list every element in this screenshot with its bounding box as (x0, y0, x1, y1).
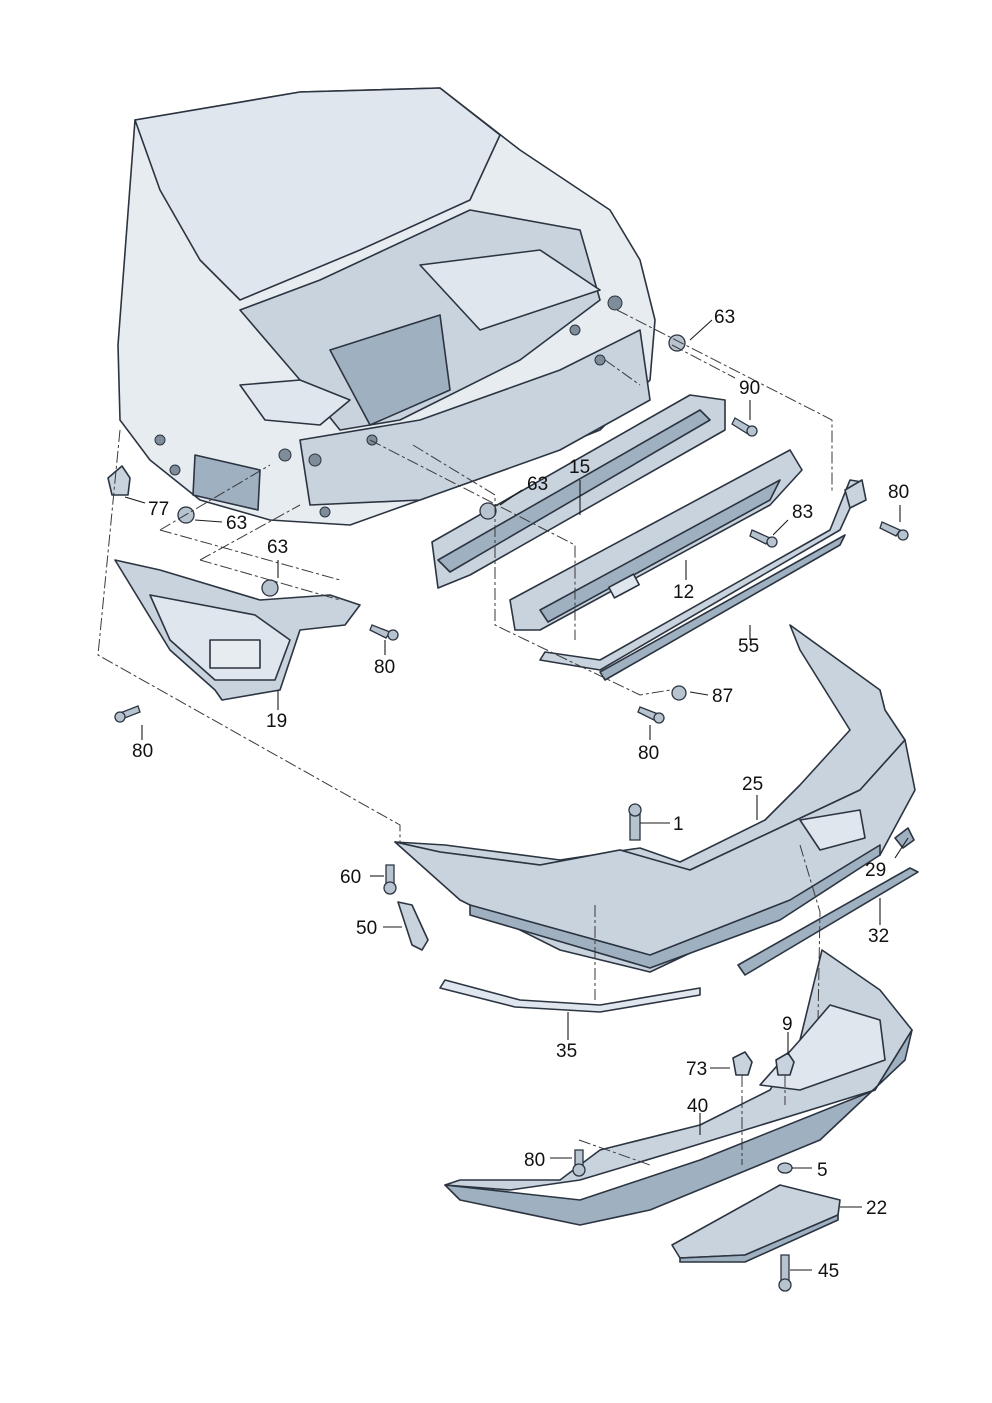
clip-77 (107, 465, 131, 496)
underbody-cover-22 (671, 1184, 841, 1263)
energy-absorber-12 (509, 449, 803, 631)
car-body-rear (117, 87, 656, 526)
screw-1 (628, 803, 642, 841)
label-12: 12 (673, 582, 694, 603)
label-1: 1 (673, 814, 684, 835)
screw-80-c (114, 705, 141, 723)
screw-80-b (369, 624, 399, 641)
label-9: 9 (782, 1014, 793, 1035)
label-55: 55 (738, 636, 759, 657)
nut-87 (671, 685, 687, 701)
clip-73 (732, 1051, 753, 1076)
label-63-left: 63 (226, 513, 247, 534)
label-35: 35 (556, 1041, 577, 1062)
label-80-left: 80 (132, 741, 153, 762)
trim-strip-32 (737, 867, 919, 976)
part-labels: 63 90 15 63 80 83 12 55 87 80 77 63 63 8… (132, 307, 909, 1282)
clip-9 (775, 1052, 795, 1076)
nut-63-b (479, 502, 497, 520)
bumper-cover-25 (394, 624, 916, 973)
label-22: 22 (866, 1198, 887, 1219)
label-80-right: 80 (888, 482, 909, 503)
bracket-80-rear (844, 479, 867, 509)
guide-piece-50 (397, 901, 429, 951)
screw-90 (731, 417, 758, 437)
label-83: 83 (792, 502, 813, 523)
nut-63-a (668, 334, 686, 352)
label-45: 45 (818, 1261, 839, 1282)
screw-80-a (879, 521, 909, 541)
label-40: 40 (687, 1096, 708, 1117)
label-80-bottom: 80 (524, 1150, 545, 1171)
label-80-center: 80 (638, 743, 659, 764)
label-15: 15 (569, 457, 590, 478)
screw-45 (778, 1254, 792, 1292)
bracket-19 (114, 559, 361, 701)
screw-83 (749, 529, 778, 548)
label-90: 90 (739, 378, 760, 399)
label-60: 60 (340, 867, 361, 888)
label-50: 50 (356, 918, 377, 939)
clip-29 (894, 827, 915, 849)
screw-60 (383, 864, 397, 895)
screw-80-d (637, 706, 665, 724)
label-80-bracket: 80 (374, 657, 395, 678)
label-29: 29 (865, 860, 886, 881)
label-63-bracket: 63 (267, 537, 288, 558)
label-73: 73 (686, 1059, 707, 1080)
assembly-lines (97, 309, 833, 1166)
trim-strip-35 (439, 979, 701, 1013)
label-63-top: 63 (714, 307, 735, 328)
screw-80-e (572, 1149, 586, 1177)
label-5: 5 (817, 1160, 828, 1181)
label-32: 32 (868, 926, 889, 947)
label-77: 77 (148, 499, 169, 520)
leader-lines (124, 319, 909, 1271)
nut-63-d (261, 579, 279, 597)
label-87: 87 (712, 686, 733, 707)
label-63-middle: 63 (527, 474, 548, 495)
washer-5 (777, 1162, 793, 1174)
label-19: 19 (266, 711, 287, 732)
label-25: 25 (742, 774, 763, 795)
impact-member-15 (431, 394, 726, 589)
